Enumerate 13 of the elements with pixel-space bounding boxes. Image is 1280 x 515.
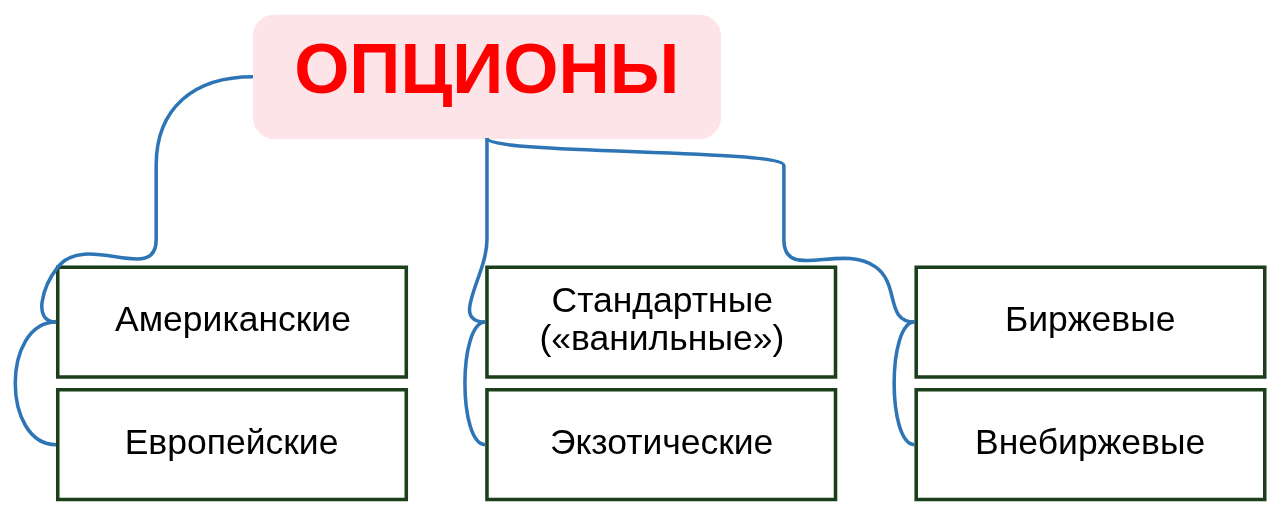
node-box: Стандартные («ванильные») bbox=[485, 265, 838, 379]
node-box: Биржевые bbox=[914, 265, 1267, 379]
connector bbox=[13, 320, 57, 447]
connector bbox=[467, 138, 489, 324]
node-box: Европейские bbox=[55, 388, 409, 502]
node-box: Американские bbox=[55, 265, 409, 379]
node-box: Внебиржевые bbox=[914, 388, 1267, 502]
connector bbox=[463, 320, 486, 447]
node-box: Экзотические bbox=[485, 388, 838, 502]
node-box: ОПЦИОНЫ bbox=[253, 14, 721, 139]
connector bbox=[486, 136, 915, 324]
connector bbox=[40, 75, 254, 324]
connector bbox=[892, 320, 916, 447]
